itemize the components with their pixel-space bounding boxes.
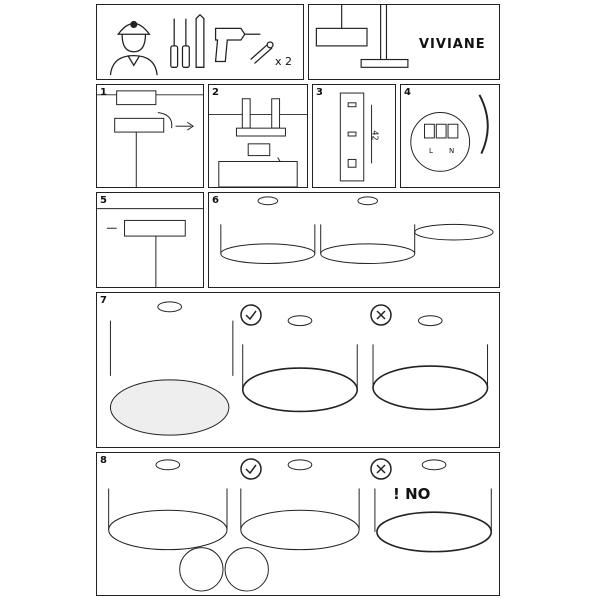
installer-person-icon xyxy=(109,20,158,76)
product-name: VIVIANE xyxy=(419,37,486,52)
step-8-number: 8 xyxy=(100,455,107,466)
check-circle-icon xyxy=(240,458,262,480)
step-4-terminal-l: L xyxy=(429,147,433,155)
step-3-dimension: 42 xyxy=(370,130,380,141)
step-1-panel: 1 xyxy=(96,84,204,188)
step-5-panel: 5 xyxy=(96,192,204,288)
product-illustration xyxy=(315,5,409,68)
step-1-number: 1 xyxy=(100,87,107,98)
x-circle-icon xyxy=(370,458,392,480)
pencil-icon xyxy=(195,13,205,68)
step-8-illustration xyxy=(108,459,493,592)
step-4-illustration xyxy=(410,94,489,172)
incorrect-mark xyxy=(369,303,393,327)
correct-mark xyxy=(239,303,263,327)
screwdriver-icon xyxy=(170,18,190,68)
step-3-illustration xyxy=(339,92,373,182)
check-circle-icon xyxy=(240,304,262,326)
step-3-panel: 42 3 xyxy=(312,84,396,188)
step-2-illustration xyxy=(209,98,307,187)
tools-panel: x 2 xyxy=(96,4,304,80)
x-circle-icon xyxy=(370,304,392,326)
step-8-warning: ! NO xyxy=(393,485,431,503)
step-1-illustration xyxy=(97,90,203,187)
step-4-number: 4 xyxy=(404,87,411,98)
step-4-terminal-n: N xyxy=(449,147,455,155)
drill-icon xyxy=(214,27,261,63)
step-7-illustration xyxy=(109,301,489,436)
step-7-panel: 7 xyxy=(96,292,500,448)
product-panel: VIVIANE xyxy=(308,4,500,80)
incorrect-mark xyxy=(369,457,393,481)
correct-mark xyxy=(239,457,263,481)
screw-quantity: x 2 xyxy=(275,55,293,68)
tools-illustration xyxy=(109,13,274,76)
step-6-number: 6 xyxy=(212,195,219,206)
step-8-panel: ! NO 8 xyxy=(96,452,500,596)
step-6-illustration xyxy=(220,196,494,264)
step-2-number: 2 xyxy=(212,87,219,98)
screw-icon xyxy=(250,41,274,64)
step-5-number: 5 xyxy=(100,195,107,206)
step-7-number: 7 xyxy=(100,295,107,306)
step-3-number: 3 xyxy=(316,87,323,98)
step-6-panel: 6 xyxy=(208,192,500,288)
step-5-illustration xyxy=(97,208,203,287)
step-4-panel: L N 4 xyxy=(400,84,500,188)
step-2-panel: 2 xyxy=(208,84,308,188)
